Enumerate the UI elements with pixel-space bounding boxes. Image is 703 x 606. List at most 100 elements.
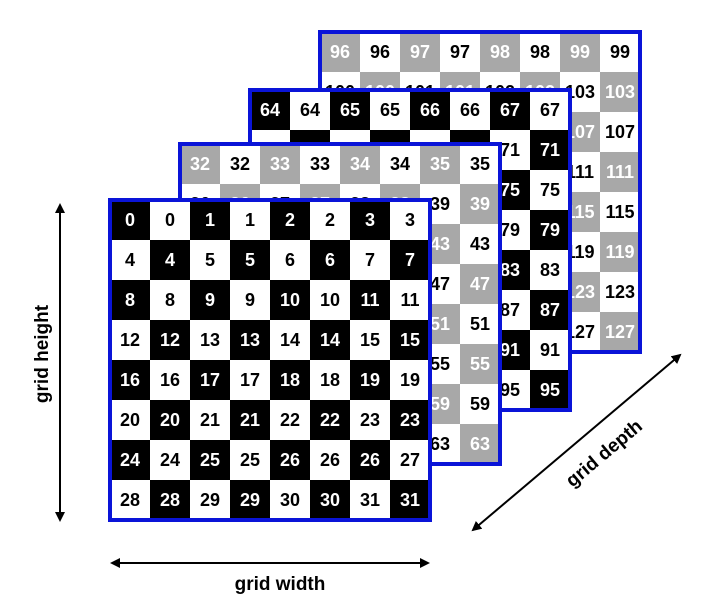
grid-cell bbox=[150, 320, 190, 360]
grid-cell bbox=[600, 312, 640, 352]
grid-cell bbox=[180, 144, 220, 184]
grid-cell bbox=[400, 32, 440, 72]
grid-cell bbox=[190, 400, 230, 440]
cell-label: 10 bbox=[280, 290, 300, 310]
cell-label: 83 bbox=[500, 260, 520, 280]
grid-cell bbox=[410, 90, 450, 130]
cell-label: 64 bbox=[300, 100, 320, 120]
cell-label: 95 bbox=[540, 380, 560, 400]
cell-label: 65 bbox=[380, 100, 400, 120]
cell-label: 1 bbox=[205, 210, 215, 230]
grid-cell bbox=[530, 250, 570, 290]
cell-label: 19 bbox=[360, 370, 380, 390]
cell-label: 8 bbox=[125, 290, 135, 310]
cell-label: 13 bbox=[200, 330, 220, 350]
cell-label: 97 bbox=[450, 42, 470, 62]
grid-cell bbox=[310, 480, 350, 520]
grid-cell bbox=[270, 360, 310, 400]
grid-cell bbox=[350, 280, 390, 320]
grid-cell bbox=[190, 360, 230, 400]
cell-label: 63 bbox=[470, 434, 490, 454]
cell-label: 21 bbox=[240, 410, 260, 430]
cell-label: 107 bbox=[605, 122, 635, 142]
grid-cell bbox=[600, 32, 640, 72]
cell-label: 33 bbox=[270, 154, 290, 174]
grid-cell bbox=[530, 130, 570, 170]
grid-cell bbox=[230, 400, 270, 440]
grid-cell bbox=[350, 320, 390, 360]
cell-label: 32 bbox=[190, 154, 210, 174]
grid-cell bbox=[330, 90, 370, 130]
grid-cell bbox=[220, 144, 260, 184]
grid-cell bbox=[520, 32, 560, 72]
grid-cell bbox=[190, 280, 230, 320]
grid-width-label: grid width bbox=[235, 574, 326, 595]
cell-label: 59 bbox=[430, 394, 450, 414]
grid-cell bbox=[390, 440, 430, 480]
grid-cell bbox=[600, 272, 640, 312]
grid-cell bbox=[600, 232, 640, 272]
grid-layers: 9696979798989999100100101101102102103103… bbox=[108, 30, 642, 522]
cell-label: 47 bbox=[430, 274, 450, 294]
grid-cell bbox=[150, 400, 190, 440]
grid-cell bbox=[440, 32, 480, 72]
cell-label: 71 bbox=[540, 140, 560, 160]
cell-label: 29 bbox=[240, 490, 260, 510]
cell-label: 43 bbox=[430, 234, 450, 254]
cell-label: 15 bbox=[400, 330, 420, 350]
grid-cell bbox=[230, 360, 270, 400]
cell-label: 14 bbox=[320, 330, 340, 350]
grid-cell bbox=[310, 200, 350, 240]
grid-cell bbox=[490, 90, 530, 130]
grid-cell bbox=[480, 32, 520, 72]
cell-label: 47 bbox=[470, 274, 490, 294]
cell-label: 9 bbox=[205, 290, 215, 310]
cell-label: 22 bbox=[320, 410, 340, 430]
cell-label: 11 bbox=[400, 290, 419, 310]
cell-label: 13 bbox=[240, 330, 260, 350]
grid-cell bbox=[460, 224, 500, 264]
cell-label: 71 bbox=[500, 140, 520, 160]
grid-cell bbox=[600, 192, 640, 232]
cell-label: 23 bbox=[360, 410, 380, 430]
cell-label: 12 bbox=[160, 330, 180, 350]
cell-label: 12 bbox=[120, 330, 140, 350]
cell-label: 119 bbox=[565, 242, 594, 262]
grid-cell bbox=[350, 440, 390, 480]
cell-label: 75 bbox=[540, 180, 560, 200]
grid-cell bbox=[350, 200, 390, 240]
cell-label: 14 bbox=[280, 330, 300, 350]
grid-cell bbox=[340, 144, 380, 184]
grid-depth-arrow bbox=[471, 353, 682, 532]
grid-cell bbox=[530, 210, 570, 250]
cell-label: 18 bbox=[320, 370, 340, 390]
cell-label: 19 bbox=[400, 370, 420, 390]
grid-cell bbox=[460, 184, 500, 224]
grid-cell bbox=[390, 360, 430, 400]
grid-cell bbox=[110, 200, 150, 240]
cell-label: 26 bbox=[320, 450, 340, 470]
grid-cell bbox=[530, 170, 570, 210]
cell-label: 26 bbox=[280, 450, 300, 470]
cell-label: 34 bbox=[390, 154, 410, 174]
cell-label: 1 bbox=[245, 210, 255, 230]
grid-cell bbox=[390, 480, 430, 520]
grid-cell bbox=[530, 290, 570, 330]
cell-label: 123 bbox=[565, 282, 595, 302]
cell-label: 95 bbox=[500, 380, 520, 400]
grid-cell bbox=[460, 144, 500, 184]
grid-cell bbox=[190, 320, 230, 360]
cell-label: 2 bbox=[325, 210, 335, 230]
grid-cell bbox=[310, 440, 350, 480]
cell-label: 17 bbox=[240, 370, 260, 390]
cell-label: 7 bbox=[365, 250, 375, 270]
cell-label: 111 bbox=[606, 162, 634, 182]
grid-cell bbox=[230, 200, 270, 240]
cell-label: 97 bbox=[410, 42, 430, 62]
grid-cell bbox=[600, 112, 640, 152]
cell-label: 25 bbox=[240, 450, 260, 470]
cell-label: 91 bbox=[540, 340, 560, 360]
grid-cell bbox=[150, 440, 190, 480]
grid-cell bbox=[270, 320, 310, 360]
cell-label: 55 bbox=[430, 354, 450, 374]
